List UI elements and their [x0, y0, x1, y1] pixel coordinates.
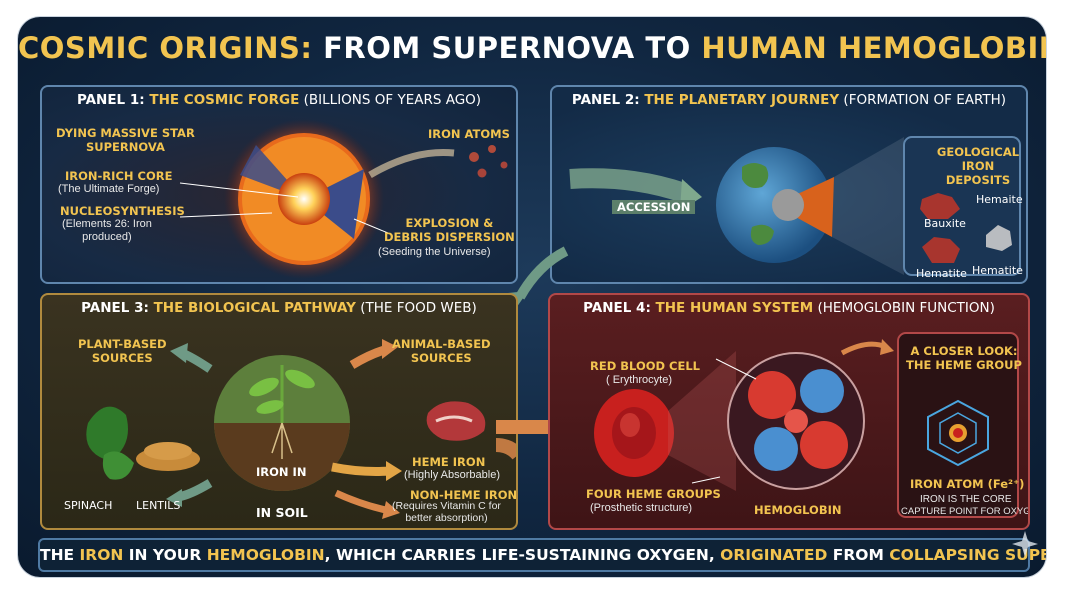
iron-atom-label: IRON ATOM (Fe²⁺)	[910, 477, 1025, 491]
mineral-label-hematite-2: Hematite	[972, 264, 1023, 277]
panel-planetary-journey: PANEL 2: THE PLANETARY JOURNEY (FORMATIO…	[550, 85, 1028, 284]
four-heme-groups-label: FOUR HEME GROUPS	[586, 487, 721, 501]
hemoglobin-label: HEMOGLOBIN	[754, 503, 842, 517]
spinach-label: SPINACH	[64, 499, 113, 512]
panel2-key: THE PLANETARY JOURNEY	[644, 92, 840, 108]
panel3-label: PANEL 3:	[81, 300, 154, 316]
explosion-sub: (Seeding the Universe)	[378, 246, 491, 258]
heme-iron-sub: (Highly Absorbable)	[404, 469, 500, 481]
iron-atoms-label: IRON ATOMS	[428, 127, 510, 141]
panel-biological-pathway: PANEL 3: THE BIOLOGICAL PATHWAY (THE FOO…	[40, 293, 518, 530]
nucleosynthesis-label: NUCLEOSYNTHESIS	[60, 204, 185, 218]
supernova-illustration	[179, 119, 508, 279]
panel4-title: PANEL 4: THE HUMAN SYSTEM (HEMOGLOBIN FU…	[550, 300, 1028, 316]
plant-sources-label: PLANT-BASED SOURCES	[78, 337, 167, 365]
panel2-label: PANEL 2:	[571, 92, 645, 108]
non-heme-iron-sub: (Requires Vitamin C for better absorptio…	[392, 500, 501, 524]
footer-text-4: FROM	[827, 546, 890, 564]
panel2-rest: (FORMATION OF EARTH)	[839, 92, 1007, 108]
iron-core-text: IRON IS THE CORE	[920, 494, 1012, 505]
mineral-label-hemaite: Hemaite	[976, 193, 1023, 206]
lentils-label: LENTILS	[136, 499, 181, 512]
panel1-rest: (BILLIONS OF YEARS AGO)	[299, 92, 482, 108]
iron-core-label: IRON-RICH CORE	[65, 169, 173, 183]
title-part-1: COSMIC ORIGINS:	[18, 31, 313, 65]
panel-cosmic-forge: PANEL 1: THE COSMIC FORGE (BILLIONS OF Y…	[40, 85, 518, 284]
food-web-illustration	[86, 339, 516, 519]
footer-text-1: THE	[40, 546, 80, 564]
footer-highlight-2: HEMOGLOBIN	[206, 546, 325, 564]
accession-label: ACCESSION	[612, 200, 696, 214]
hemoglobin-molecule-icon	[748, 369, 848, 471]
footer-text-2: IN YOUR	[123, 546, 207, 564]
explosion-label: EXPLOSION & DEBRIS DISPERSION	[384, 216, 515, 244]
panel1-label: PANEL 1:	[76, 92, 150, 108]
iron-in-label: IRON IN	[256, 465, 307, 479]
heme-iron-label: HEME IRON	[412, 455, 486, 469]
panel3-title: PANEL 3: THE BIOLOGICAL PATHWAY (THE FOO…	[42, 300, 516, 316]
panel-human-system: PANEL 4: THE HUMAN SYSTEM (HEMOGLOBIN FU…	[548, 293, 1030, 530]
panel1-key: THE COSMIC FORGE	[149, 92, 300, 108]
dying-star-label: DYING MASSIVE STAR SUPERNOVA	[56, 126, 195, 154]
footer-highlight-3: ORIGINATED	[720, 546, 828, 564]
in-soil-label: IN SOIL	[256, 505, 308, 520]
panel4-rest: (HEMOGLOBIN FUNCTION)	[813, 300, 995, 316]
non-heme-iron-label: NON-HEME IRON	[410, 488, 518, 502]
hemoglobin-illustration	[594, 332, 1019, 518]
iron-core-sub: (The Ultimate Forge)	[58, 183, 160, 195]
poster-title: COSMIC ORIGINS: FROM SUPERNOVA TO HUMAN …	[18, 31, 1046, 65]
infographic-poster: COSMIC ORIGINS: FROM SUPERNOVA TO HUMAN …	[18, 17, 1046, 577]
panel1-title: PANEL 1: THE COSMIC FORGE (BILLIONS OF Y…	[42, 92, 516, 108]
closer-look-label: A CLOSER LOOK: THE HEME GROUP	[906, 344, 1022, 372]
panel4-label: PANEL 4:	[583, 300, 656, 316]
panel4-key: THE HUMAN SYSTEM	[655, 300, 814, 316]
mineral-label-hematite-1: Hematite	[916, 267, 967, 280]
footer-text-3: , WHICH CARRIES LIFE-SUSTAINING OXYGEN,	[324, 546, 721, 564]
red-blood-cell-label: RED BLOOD CELL	[590, 359, 700, 373]
footer-highlight-1: IRON	[79, 546, 124, 564]
mineral-label-bauxite: Bauxite	[924, 217, 966, 230]
panel2-title: PANEL 2: THE PLANETARY JOURNEY (FORMATIO…	[552, 92, 1026, 108]
sparkle-icon	[1012, 531, 1038, 557]
earth-illustration	[569, 136, 1021, 276]
four-heme-groups-sub: (Prosthetic structure)	[590, 502, 693, 514]
nucleosynthesis-sub: (Elements 26: Iron produced)	[62, 218, 152, 243]
title-part-3: HUMAN HEMOGLOBIN	[701, 31, 1046, 65]
footer-banner: THE IRON IN YOUR HEMOGLOBIN, WHICH CARRI…	[38, 538, 1046, 572]
title-part-2: FROM SUPERNOVA TO	[312, 31, 702, 65]
animal-sources-label: ANIMAL-BASED SOURCES	[392, 337, 491, 365]
geological-deposits-label: GEOLOGICAL IRON DEPOSITS	[936, 145, 1020, 187]
footer-highlight-4: COLLAPSING SUPERNOVAS	[889, 546, 1046, 564]
panel3-key: THE BIOLOGICAL PATHWAY	[153, 300, 356, 316]
red-blood-cell-sub: ( Erythrocyte)	[606, 374, 673, 386]
heme-group-icon	[927, 399, 989, 467]
panel3-rest: (THE FOOD WEB)	[355, 300, 477, 316]
capture-point-text: CAPTURE POINT FOR OXYGEN	[901, 506, 1030, 517]
